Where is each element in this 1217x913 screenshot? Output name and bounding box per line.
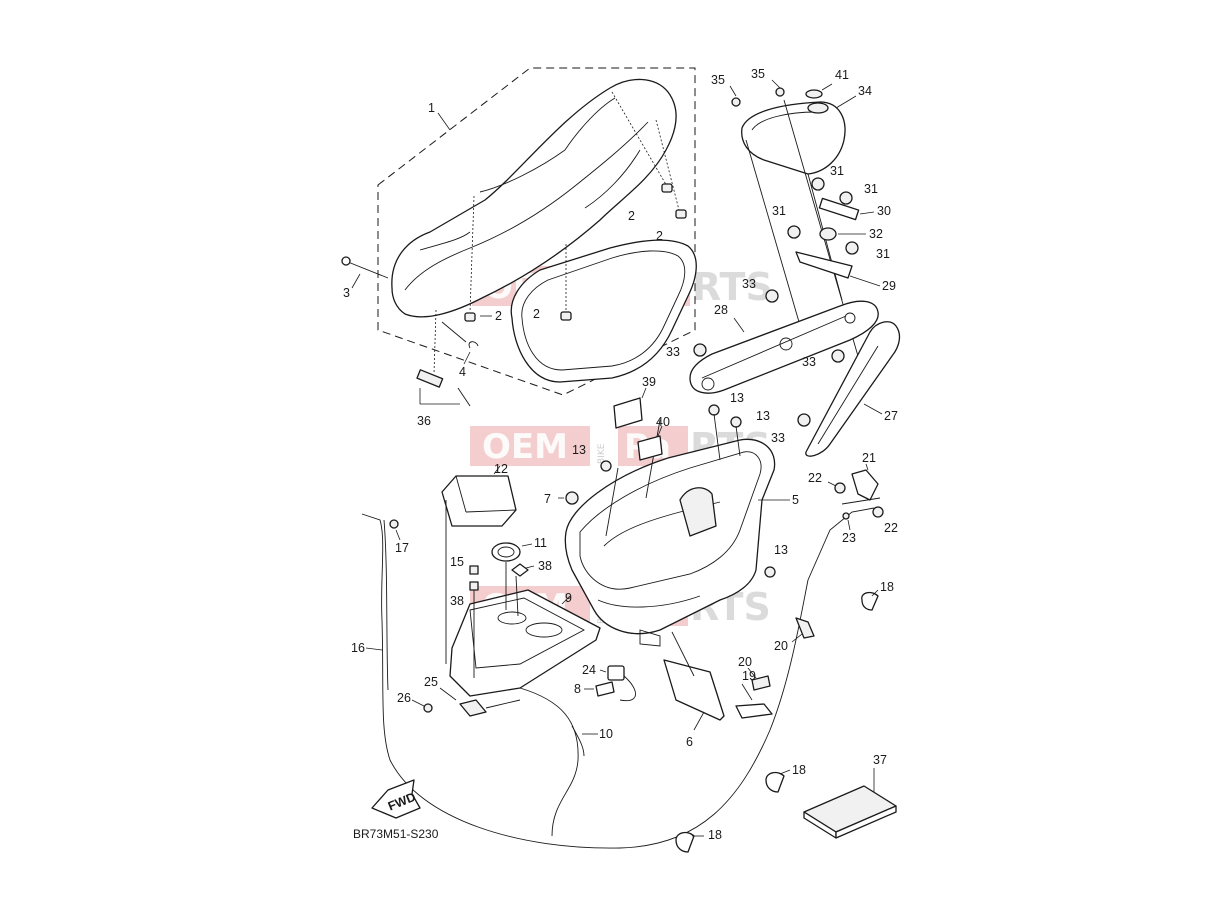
svg-text:RTS: RTS — [692, 265, 773, 309]
panel-6: 6 — [663, 631, 725, 749]
callout-5: 5 — [792, 493, 799, 507]
callout-29: 29 — [882, 279, 896, 293]
callout-13: 13 — [756, 409, 770, 423]
callout-33: 33 — [802, 355, 816, 369]
clip: 4 — [441, 321, 479, 379]
side-panel: 27 — [805, 321, 901, 457]
bolts-13: 13 13 13 13 — [572, 391, 788, 578]
callout-26: 26 — [397, 691, 411, 705]
svg-text:OEM: OEM — [482, 427, 568, 467]
callout-38: 38 — [538, 559, 552, 573]
diagram-code: BR73M51-S230 — [353, 827, 439, 841]
battery-box: 9 — [445, 500, 601, 697]
battery-cover: 12 — [441, 462, 517, 527]
callout-7: 7 — [544, 492, 551, 506]
callout-2: 2 — [533, 307, 540, 321]
callout-33: 33 — [771, 431, 785, 445]
callout-30: 30 — [877, 204, 891, 218]
callout-35: 35 — [711, 73, 725, 87]
callout-34: 34 — [858, 84, 872, 98]
callout-13: 13 — [730, 391, 744, 405]
callout-40: 40 — [656, 415, 670, 429]
labels-39-40: 39 40 — [613, 375, 670, 461]
callout-18: 18 — [708, 828, 722, 842]
callout-20: 20 — [738, 655, 752, 669]
bracket-21: 21 22 22 23 — [808, 451, 898, 545]
callout-9: 9 — [565, 591, 572, 605]
fwd-arrow: FWD — [371, 779, 421, 819]
callout-22: 22 — [808, 471, 822, 485]
callout-33: 33 — [666, 345, 680, 359]
callout-24: 24 — [582, 663, 596, 677]
carrier-brackets: 31 31 31 31 30 32 29 — [772, 164, 896, 293]
callout-31: 31 — [876, 247, 890, 261]
owners-manual: 37 — [803, 753, 897, 839]
callout-25: 25 — [424, 675, 438, 689]
callout-35: 35 — [751, 67, 765, 81]
grommet-11: 11 — [491, 536, 547, 562]
callout-31: 31 — [830, 164, 844, 178]
switch-parts-25-26: 25 26 — [397, 675, 521, 717]
callout-16: 16 — [351, 641, 365, 655]
callout-2: 2 — [495, 309, 502, 323]
callout-13: 13 — [774, 543, 788, 557]
callout-36: 36 — [417, 414, 431, 428]
storage-box: 5 — [564, 419, 799, 647]
cap-7: 7 — [544, 491, 579, 506]
callout-22: 22 — [884, 521, 898, 535]
callout-4: 4 — [459, 365, 466, 379]
callout-2: 2 — [656, 229, 663, 243]
callout-13: 13 — [572, 443, 586, 457]
callout-11: 11 — [534, 536, 547, 550]
callout-41: 41 — [835, 68, 849, 82]
sensor-24-8: 24 8 — [574, 663, 636, 702]
callout-37: 37 — [873, 753, 887, 767]
callout-15: 38 — [450, 594, 464, 608]
small-parts-14-15-38: 15 38 38 — [450, 555, 552, 608]
wire-17: 17 — [389, 519, 409, 555]
seat-hinge-bolt: 3 — [341, 256, 389, 300]
callout-31: 31 — [772, 204, 786, 218]
callout-23: 23 — [842, 531, 856, 545]
callout-3: 3 — [343, 286, 350, 300]
seat-cable: 16 — [351, 507, 875, 849]
callout-21: 21 — [862, 451, 876, 465]
harness-10: 10 — [519, 687, 613, 837]
callout-12: 12 — [494, 462, 508, 476]
svg-text:BIKE: BIKE — [597, 443, 607, 464]
callout-6: 6 — [686, 735, 693, 749]
callout-28: 28 — [714, 303, 728, 317]
seat-assembly: 1 2 2 2 2 — [377, 67, 697, 396]
callout-17: 17 — [395, 541, 409, 555]
callout-27: 27 — [884, 409, 898, 423]
callout-14: 15 — [450, 555, 464, 569]
callout-20: 20 — [774, 639, 788, 653]
callout-8: 8 — [574, 682, 581, 696]
clamps-18: 18 18 18 — [675, 580, 894, 853]
callout-39: 39 — [642, 375, 656, 389]
callout-33: 33 — [742, 277, 756, 291]
rear-carrier: 28 33 33 33 33 — [666, 277, 879, 445]
seat-lock: 36 — [416, 309, 471, 428]
callout-10: 10 — [599, 727, 613, 741]
callout-2: 2 — [628, 209, 635, 223]
callout-18: 18 — [880, 580, 894, 594]
callout-31: 31 — [864, 182, 878, 196]
callout-32: 32 — [869, 227, 883, 241]
hook-20: 20 20 — [738, 617, 815, 691]
callout-18: 18 — [792, 763, 806, 777]
callout-1: 1 — [428, 101, 435, 115]
